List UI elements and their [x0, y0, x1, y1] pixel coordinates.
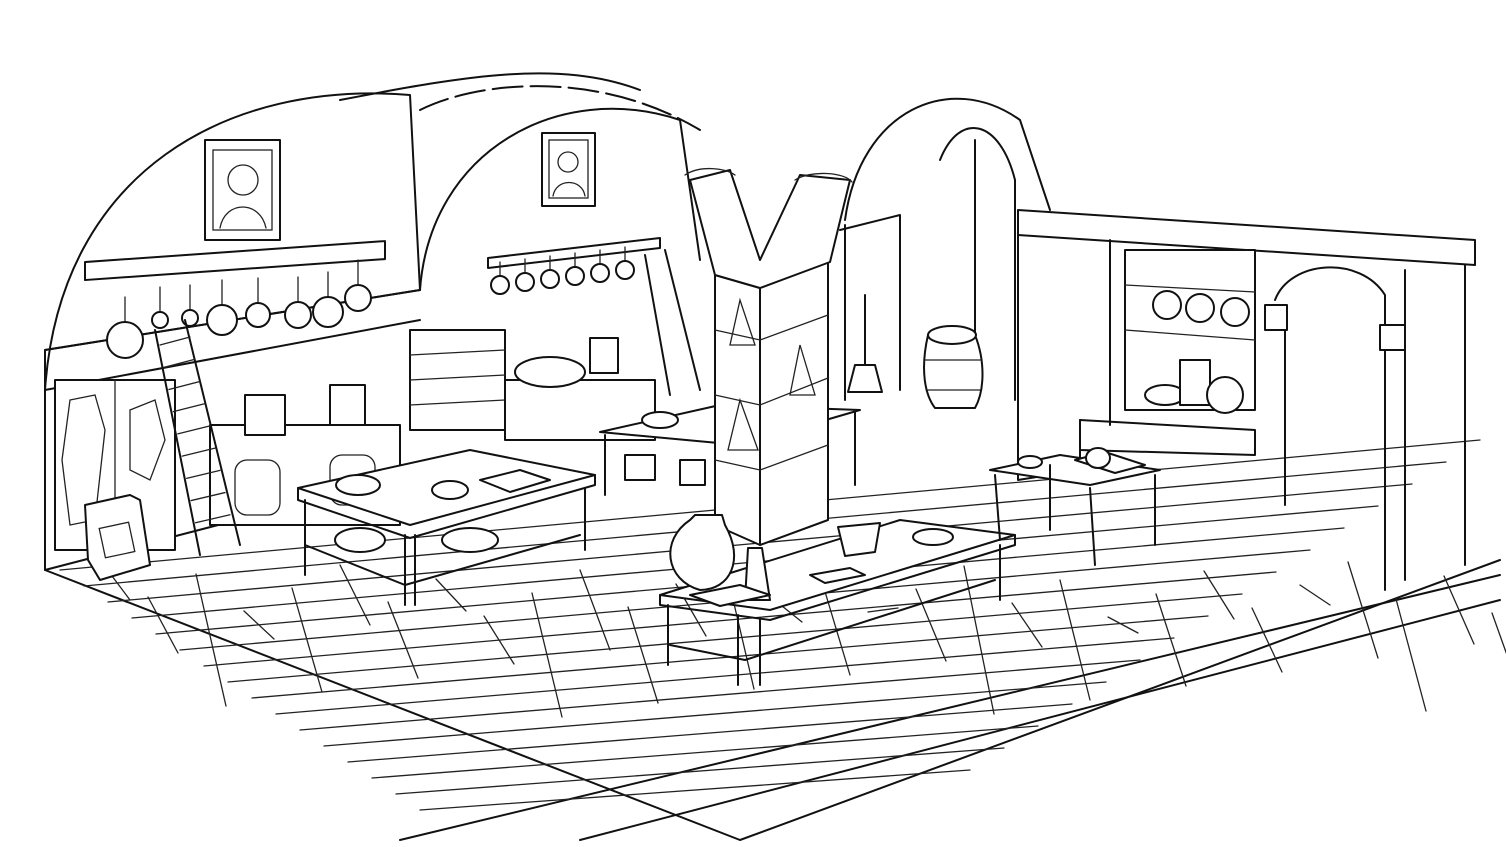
- floor-tile-line: [203, 571, 1277, 667]
- flour-sack: [84, 494, 151, 581]
- hanging-pan: [312, 296, 344, 328]
- floor-tile-joint: [627, 606, 659, 704]
- floor-tile-joint: [867, 607, 899, 613]
- ladder-rung: [168, 380, 201, 391]
- ladder-rung: [181, 447, 216, 457]
- floor-tile-joint: [1059, 579, 1091, 701]
- hanging-pan: [284, 301, 312, 329]
- ladder-rung: [190, 491, 226, 502]
- floor-tile-joint: [387, 601, 419, 679]
- floor-tile-joint: [1155, 593, 1187, 687]
- ladder-rung: [177, 425, 211, 435]
- floor-tile-joint: [1011, 602, 1043, 648]
- work-table-left: [297, 449, 596, 606]
- center-arch: [339, 72, 701, 291]
- stone-pillar: [684, 167, 853, 546]
- floor-tile-joint: [339, 564, 371, 626]
- floor-tile-joint: [291, 587, 323, 693]
- hanging-pan: [590, 263, 610, 283]
- floor-tile-line: [227, 593, 1243, 683]
- portrait-king: [204, 139, 281, 241]
- floor-tile-joint: [1395, 598, 1427, 712]
- pan-rack-left: [84, 240, 386, 359]
- ladder-rung: [172, 403, 206, 413]
- floor-tile-line: [419, 769, 971, 811]
- ladder-rung: [163, 358, 196, 368]
- pan-rack-center: [487, 237, 661, 295]
- floor-tile-joint: [1347, 561, 1379, 659]
- floor-tile-joint: [1491, 612, 1506, 655]
- floor-tile-joint: [147, 596, 179, 654]
- hanging-pan: [615, 260, 635, 280]
- side-table: [989, 447, 1161, 566]
- floor-tile-joint: [531, 592, 563, 718]
- floor-tile-joint: [1443, 575, 1475, 645]
- floor-tile-line: [347, 703, 1073, 763]
- hanging-pan: [540, 269, 560, 289]
- ladder-left: [154, 319, 241, 556]
- floor-tile-line: [371, 725, 1039, 779]
- ladder-rung: [194, 514, 231, 524]
- hanging-pan: [565, 266, 585, 286]
- hanging-pan: [181, 309, 199, 327]
- floor-tile-joint: [915, 588, 947, 662]
- floor-tile-joint: [195, 573, 227, 707]
- floor-tile-joint: [1203, 570, 1235, 620]
- ladder-rung: [186, 469, 221, 479]
- right-wall-dresser: [1017, 209, 1476, 591]
- floor-tile-line: [323, 681, 1107, 747]
- floor-tile-joint: [435, 578, 467, 612]
- floor-tile-joint: [1299, 584, 1331, 606]
- floor-tile-joint: [1251, 607, 1283, 673]
- back-shelves: [409, 329, 656, 441]
- ladder-rung: [159, 336, 191, 346]
- hanging-pan: [245, 302, 271, 328]
- floor-tile-line: [299, 659, 1141, 731]
- floor-tile-joint: [1107, 616, 1139, 634]
- floor-tile-joint: [483, 615, 515, 665]
- hanging-pan: [106, 321, 144, 359]
- floor-tile-joint: [243, 610, 275, 640]
- floor-tile-joint: [579, 569, 611, 651]
- broom: [847, 294, 883, 393]
- hanging-pan: [344, 284, 372, 312]
- barrel: [923, 325, 984, 409]
- hanging-pan: [206, 304, 238, 336]
- work-table-front: [659, 514, 1016, 686]
- ladder-right: [644, 249, 701, 396]
- hanging-pan: [490, 275, 510, 295]
- floor-tile-line: [395, 747, 1005, 795]
- hanging-pan: [515, 272, 535, 292]
- portrait-queen: [541, 132, 596, 207]
- hanging-pan: [151, 311, 169, 329]
- floor-tile-joint: [963, 565, 995, 715]
- floor-tile-line: [275, 637, 1175, 715]
